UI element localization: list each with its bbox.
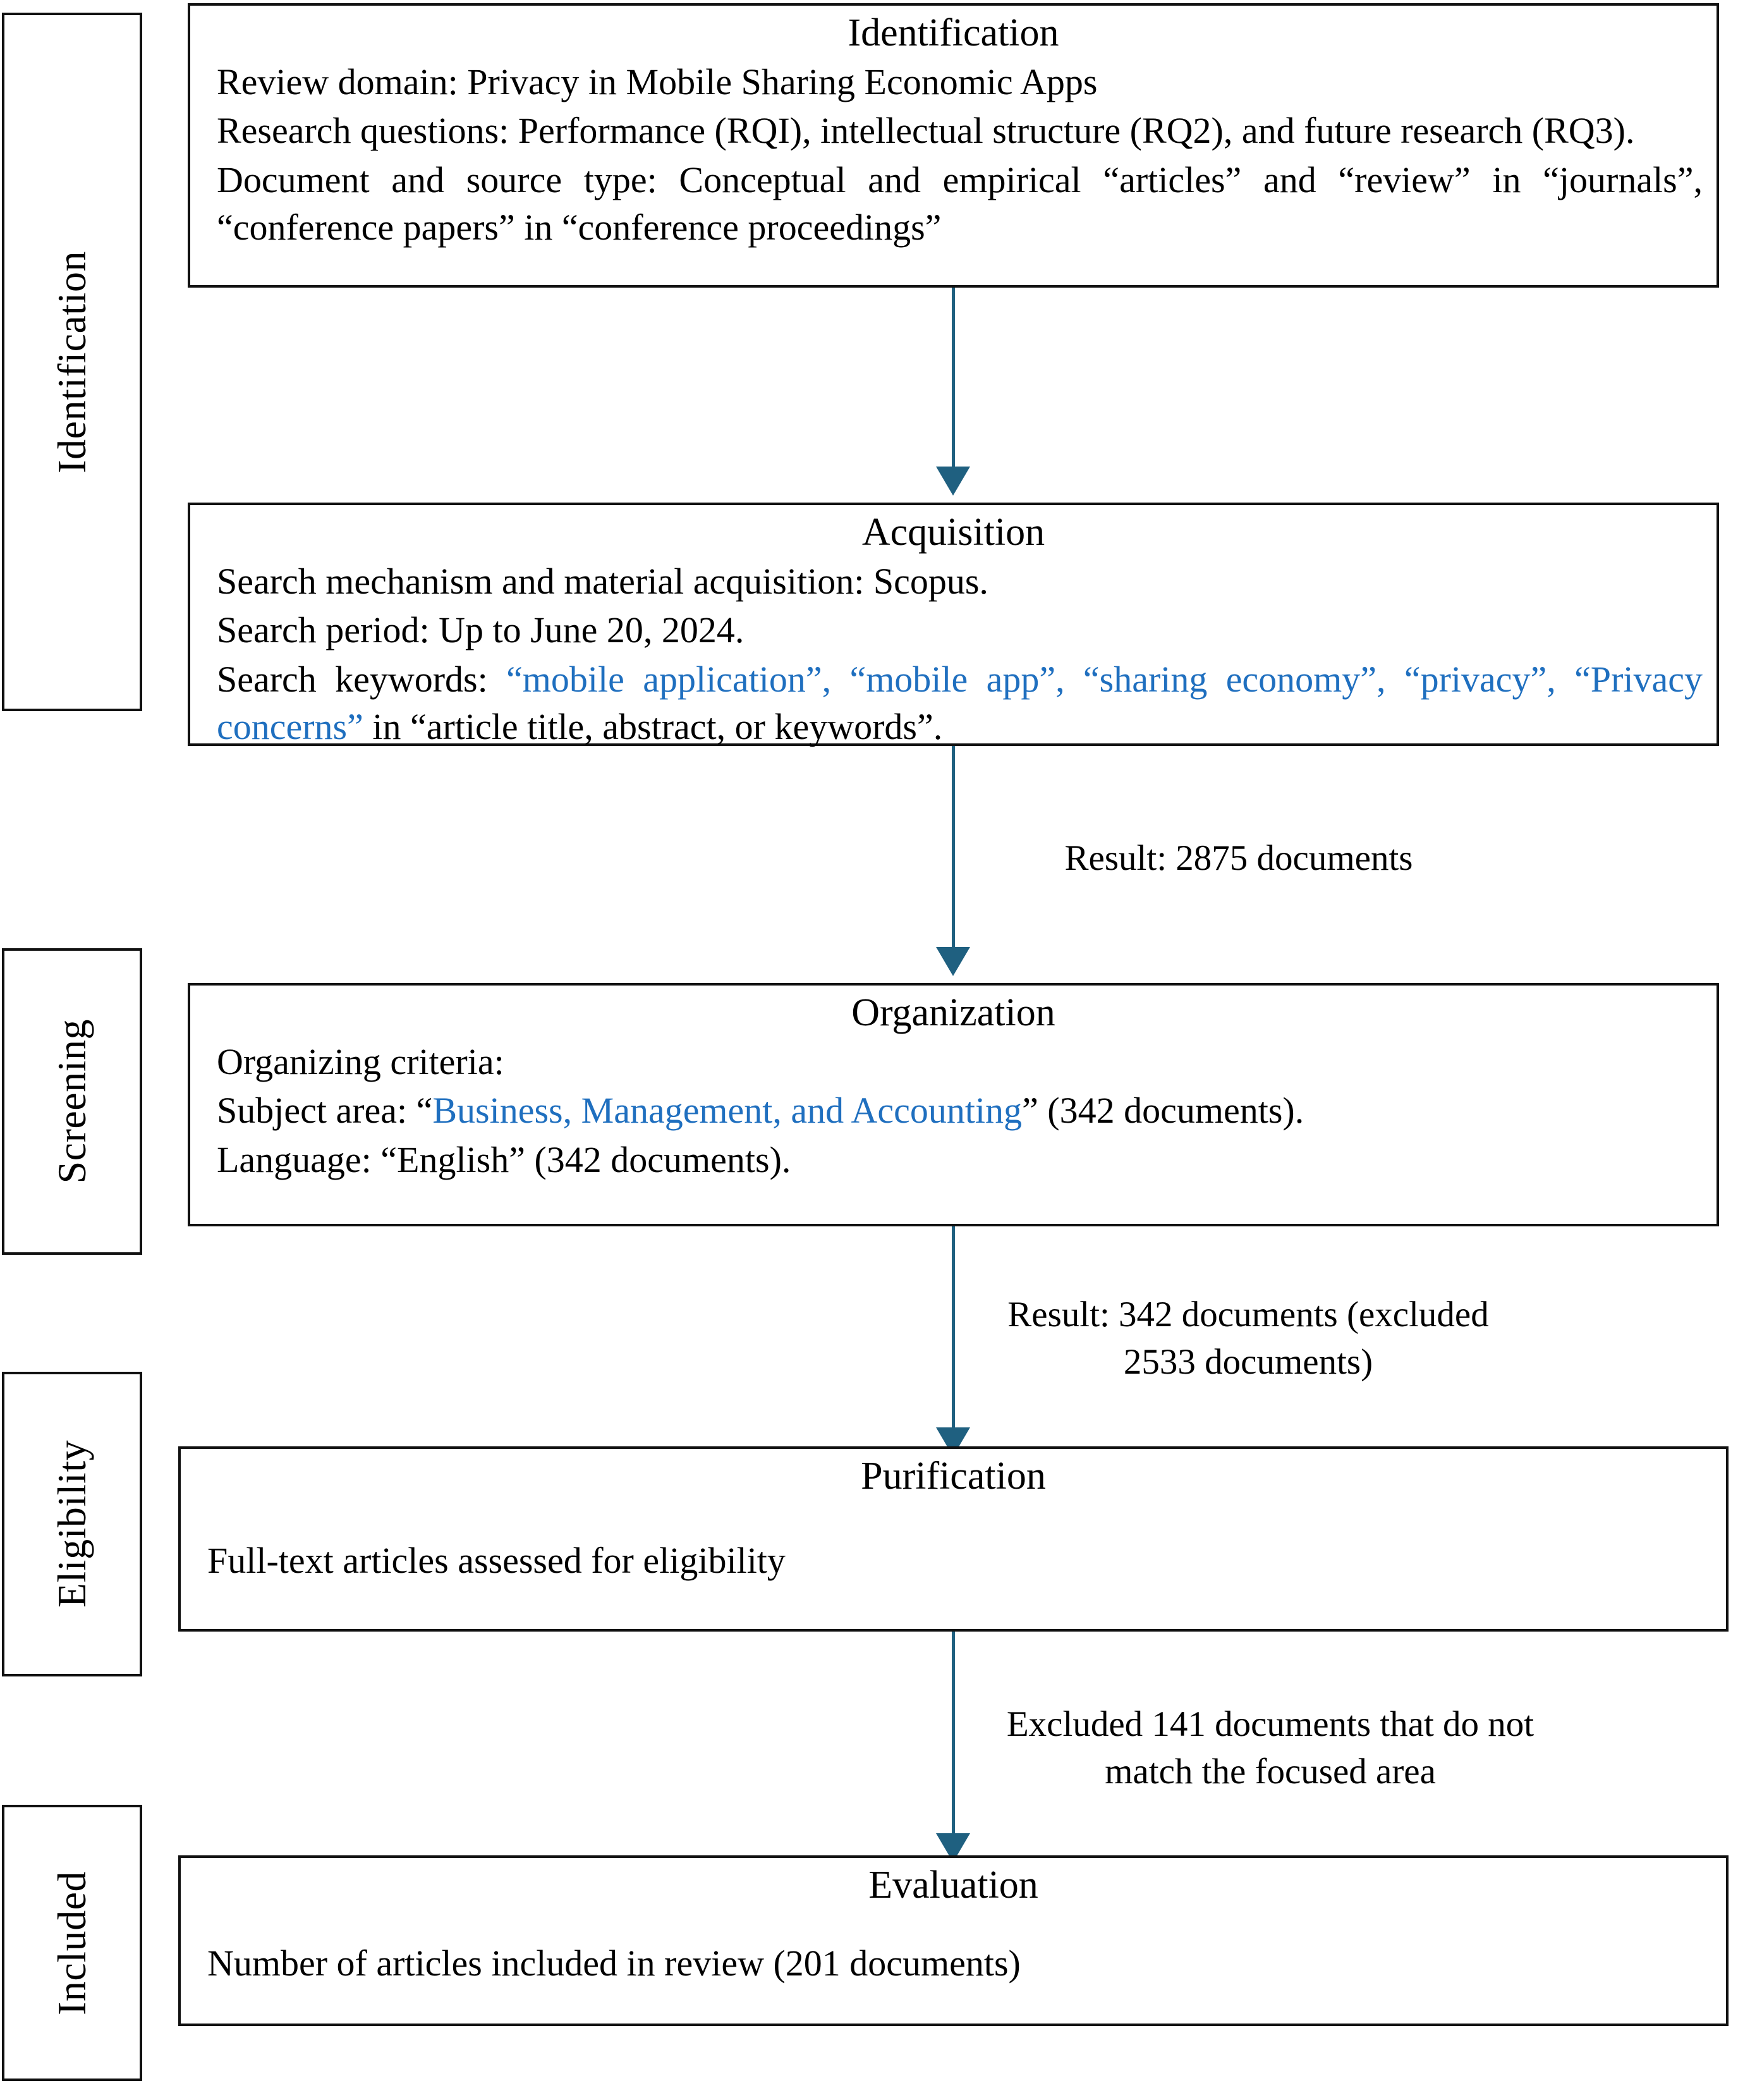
connector-organization-to-purification-line (952, 1226, 955, 1435)
box-organization: Organization Organizing criteria: Subjec… (188, 983, 1719, 1226)
organization-subject-area-prefix: Subject area: “ (217, 1090, 433, 1132)
stage-label-screening-text: Screening (49, 1019, 94, 1184)
box-purification-title: Purification (861, 1455, 1046, 1498)
evaluation-body-text: Number of articles included in review (2… (207, 1942, 1021, 1984)
box-purification: Purification Full-text articles assessed… (178, 1446, 1729, 1632)
acquisition-search-mechanism: Search mechanism and material acquisitio… (217, 560, 988, 602)
box-identification: Identification Review domain: Privacy in… (188, 3, 1719, 288)
connector-acquisition-to-organization-label: Result: 2875 documents (1064, 838, 1413, 878)
purification-body-text: Full-text articles assessed for eligibil… (207, 1539, 786, 1581)
stage-label-eligibility-text: Eligibility (49, 1440, 94, 1608)
acquisition-search-keywords-highlight: “mobile application”, “mobile app”, “sha… (217, 658, 1703, 748)
identification-review-domain: Review domain: Privacy in Mobile Sharing… (217, 61, 1098, 102)
box-evaluation-body: Number of articles included in review (2… (181, 1910, 1726, 1987)
box-evaluation-title: Evaluation (868, 1864, 1038, 1907)
stage-label-included: Included (2, 1805, 142, 2081)
acquisition-search-period: Search period: Up to June 20, 2024. (217, 609, 744, 651)
identification-document-source-type: Document and source type: Conceptual and… (217, 159, 1703, 248)
organization-subject-area-suffix: ” (342 documents). (1022, 1090, 1304, 1132)
connector-purification-to-evaluation-label: Excluded 141 documents that do not match… (1006, 1704, 1534, 1792)
connector-identification-to-acquisition-line (952, 288, 955, 471)
organization-language: Language: “English” (342 documents). (217, 1139, 791, 1180)
box-organization-body: Organizing criteria: Subject area: “Busi… (190, 1038, 1717, 1183)
box-evaluation: Evaluation Number of articles included i… (178, 1855, 1729, 2026)
stage-label-eligibility: Eligibility (2, 1372, 142, 1676)
stage-label-identification-text: Identification (49, 250, 94, 473)
organization-subject-area: Subject area: “Business, Management, and… (217, 1087, 1703, 1134)
organization-subject-area-highlight: Business, Management, and Accounting (432, 1090, 1023, 1132)
organization-organizing-criteria: Organizing criteria: (217, 1041, 504, 1082)
box-acquisition: Acquisition Search mechanism and materia… (188, 503, 1719, 747)
box-acquisition-title: Acquisition (861, 511, 1045, 554)
stage-label-screening: Screening (2, 948, 142, 1255)
connector-organization-to-purification-label: Result: 342 documents (excluded 2533 doc… (1007, 1295, 1489, 1383)
connector-identification-to-acquisition-arrowhead (936, 467, 970, 496)
box-identification-body: Review domain: Privacy in Mobile Sharing… (190, 58, 1717, 252)
stage-label-included-text: Included (49, 1871, 94, 2015)
connector-purification-to-evaluation-line (952, 1632, 955, 1840)
box-identification-title: Identification (848, 11, 1059, 54)
connector-acquisition-to-organization-arrowhead (936, 947, 970, 976)
acquisition-search-keywords: Search keywords: “mobile application”, “… (217, 656, 1703, 751)
connector-acquisition-to-organization-line (952, 746, 955, 951)
acquisition-search-keywords-prefix: Search keywords: (217, 658, 507, 700)
box-organization-title: Organization (851, 991, 1055, 1034)
acquisition-search-keywords-suffix: in “article title, abstract, or keywords… (363, 706, 943, 748)
box-acquisition-body: Search mechanism and material acquisitio… (190, 558, 1717, 751)
box-purification-body: Full-text articles assessed for eligibil… (181, 1501, 1726, 1584)
identification-research-questions: Research questions: Performance (RQI), i… (217, 110, 1635, 152)
stage-label-identification: Identification (2, 13, 142, 711)
